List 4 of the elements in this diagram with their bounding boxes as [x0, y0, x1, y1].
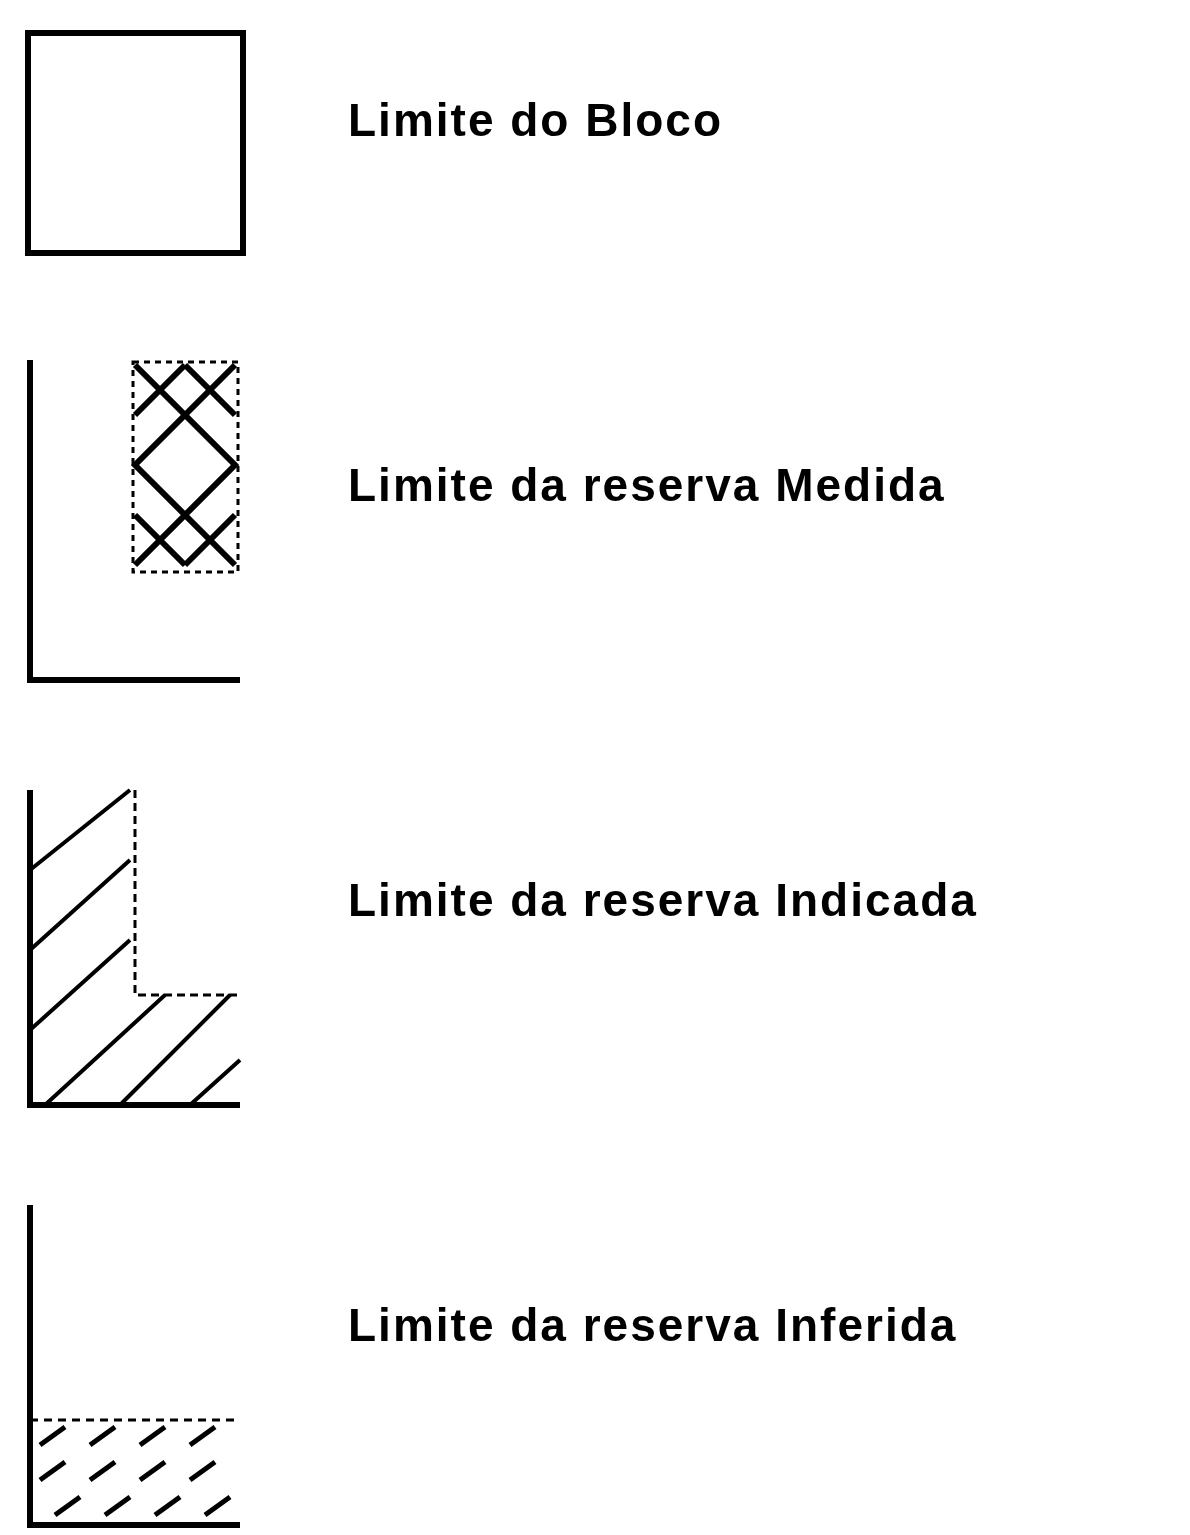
legend-label: Limite da reserva Indicada	[348, 877, 978, 923]
legend-label: Limite da reserva Inferida	[348, 1302, 958, 1348]
legend-label: Limite da reserva Medida	[348, 462, 946, 508]
legend-label: Limite do Bloco	[348, 97, 723, 143]
